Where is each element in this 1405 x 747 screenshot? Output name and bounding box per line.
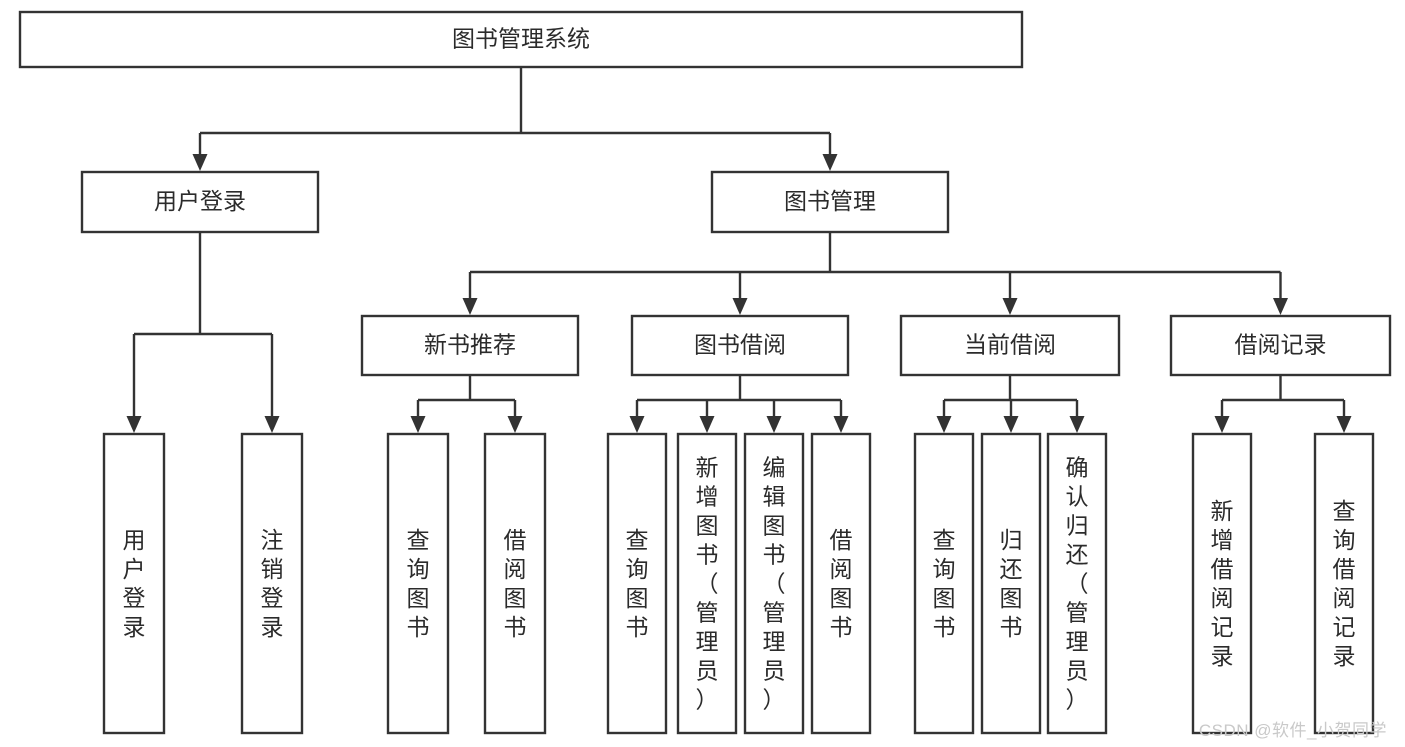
node-label: 借阅图书 bbox=[830, 527, 853, 640]
node-label: 注销登录 bbox=[261, 527, 284, 640]
node-box[interactable] bbox=[810, 432, 872, 735]
node-label: 查询图书 bbox=[933, 527, 956, 640]
node-box[interactable] bbox=[913, 432, 975, 735]
node-root-title[interactable]: 图书管理系统 bbox=[18, 10, 1024, 69]
node-leaf_edit_book[interactable]: 编辑图书（管理员） bbox=[743, 432, 805, 735]
node-leaf_query_record[interactable]: 查询借阅记录 bbox=[1313, 432, 1375, 735]
node-label: 借阅图书 bbox=[504, 527, 527, 640]
node-label: 查询图书 bbox=[626, 527, 649, 640]
node-label: 查询借阅记录 bbox=[1333, 498, 1356, 669]
edge-group bbox=[936, 375, 1085, 433]
node-leaf_confirm_return[interactable]: 确认归还（管理员） bbox=[1046, 432, 1108, 735]
arrow-head-icon bbox=[1002, 298, 1018, 315]
arrow-head-icon bbox=[1069, 416, 1085, 433]
node-box[interactable] bbox=[1169, 314, 1392, 377]
node-box[interactable] bbox=[1046, 432, 1108, 735]
edge-group bbox=[410, 375, 523, 433]
arrow-head-icon bbox=[629, 416, 645, 433]
node-box[interactable] bbox=[386, 432, 450, 735]
node-leaf_query_book_b[interactable]: 查询图书 bbox=[606, 432, 668, 735]
node-label: 用户登录 bbox=[154, 188, 246, 214]
node-label: 图书管理 bbox=[784, 188, 876, 214]
node-leaf_user_login[interactable]: 用户登录 bbox=[102, 432, 166, 735]
node-current_borrow[interactable]: 当前借阅 bbox=[899, 314, 1121, 377]
node-label: 归还图书 bbox=[1000, 527, 1023, 640]
node-label: 当前借阅 bbox=[964, 332, 1056, 358]
edge-group bbox=[192, 67, 838, 171]
arrow-head-icon bbox=[507, 416, 523, 433]
node-box[interactable] bbox=[80, 170, 320, 234]
edge-group bbox=[126, 232, 280, 433]
node-label: 编辑图书（管理员） bbox=[763, 455, 786, 713]
arrow-head-icon bbox=[1273, 298, 1288, 315]
node-label: 图书管理系统 bbox=[452, 26, 590, 52]
node-leaf_add_book[interactable]: 新增图书（管理员） bbox=[676, 432, 738, 735]
node-label: 新书推荐 bbox=[424, 332, 516, 358]
edge-group bbox=[629, 375, 849, 433]
arrow-head-icon bbox=[126, 416, 142, 433]
node-box[interactable] bbox=[710, 170, 950, 234]
node-box[interactable] bbox=[102, 432, 166, 735]
node-label: 借阅记录 bbox=[1235, 332, 1327, 358]
node-leaf_user_logout[interactable]: 注销登录 bbox=[240, 432, 304, 735]
node-box[interactable] bbox=[630, 314, 850, 377]
node-new_book_rec[interactable]: 新书推荐 bbox=[360, 314, 580, 377]
node-box[interactable] bbox=[899, 314, 1121, 377]
arrow-head-icon bbox=[1336, 416, 1352, 433]
arrow-head-icon bbox=[410, 416, 426, 433]
arrow-head-icon bbox=[936, 416, 952, 433]
node-leaf_add_record[interactable]: 新增借阅记录 bbox=[1191, 432, 1253, 735]
node-leaf_return_book[interactable]: 归还图书 bbox=[980, 432, 1042, 735]
node-box[interactable] bbox=[980, 432, 1042, 735]
node-box[interactable] bbox=[360, 314, 580, 377]
node-box[interactable] bbox=[1191, 432, 1253, 735]
watermark-label: CSDN @软件_小贺同学 bbox=[1198, 721, 1387, 740]
node-box[interactable] bbox=[240, 432, 304, 735]
node-box[interactable] bbox=[18, 10, 1024, 69]
arrow-head-icon bbox=[732, 298, 748, 315]
arrow-head-icon bbox=[462, 298, 478, 315]
node-box[interactable] bbox=[1313, 432, 1375, 735]
node-leaf_query_book_rec[interactable]: 查询图书 bbox=[386, 432, 450, 735]
node-leaf_borrow_book_b[interactable]: 借阅图书 bbox=[810, 432, 872, 735]
node-box[interactable] bbox=[676, 432, 738, 735]
node-user_login[interactable]: 用户登录 bbox=[80, 170, 320, 234]
node-book_mgmt[interactable]: 图书管理 bbox=[710, 170, 950, 234]
node-box[interactable] bbox=[743, 432, 805, 735]
edge-group bbox=[462, 232, 1288, 315]
node-label: 确认归还（管理员） bbox=[1066, 455, 1089, 713]
arrow-head-icon bbox=[699, 416, 715, 433]
node-book_borrow[interactable]: 图书借阅 bbox=[630, 314, 850, 377]
arrow-head-icon bbox=[1214, 416, 1230, 433]
node-box[interactable] bbox=[606, 432, 668, 735]
arrow-head-icon bbox=[264, 416, 280, 433]
node-label: 图书借阅 bbox=[694, 332, 786, 358]
arrow-head-icon bbox=[766, 416, 782, 433]
arrow-head-icon bbox=[192, 154, 208, 171]
node-borrow_record[interactable]: 借阅记录 bbox=[1169, 314, 1392, 377]
node-label: 新增图书（管理员） bbox=[696, 455, 719, 713]
node-layer: 图书管理系统用户登录图书管理新书推荐图书借阅当前借阅借阅记录用户登录注销登录查询… bbox=[18, 10, 1392, 735]
edge-group bbox=[1214, 375, 1352, 433]
node-box[interactable] bbox=[483, 432, 547, 735]
node-leaf_query_book_c[interactable]: 查询图书 bbox=[913, 432, 975, 735]
node-label: 用户登录 bbox=[123, 527, 146, 640]
arrow-head-icon bbox=[833, 416, 849, 433]
edge-layer bbox=[126, 67, 1352, 433]
node-label: 查询图书 bbox=[407, 527, 430, 640]
arrow-head-icon bbox=[822, 154, 838, 171]
arrow-head-icon bbox=[1003, 416, 1019, 433]
node-label: 新增借阅记录 bbox=[1211, 498, 1234, 669]
node-leaf_borrow_book_rec[interactable]: 借阅图书 bbox=[483, 432, 547, 735]
